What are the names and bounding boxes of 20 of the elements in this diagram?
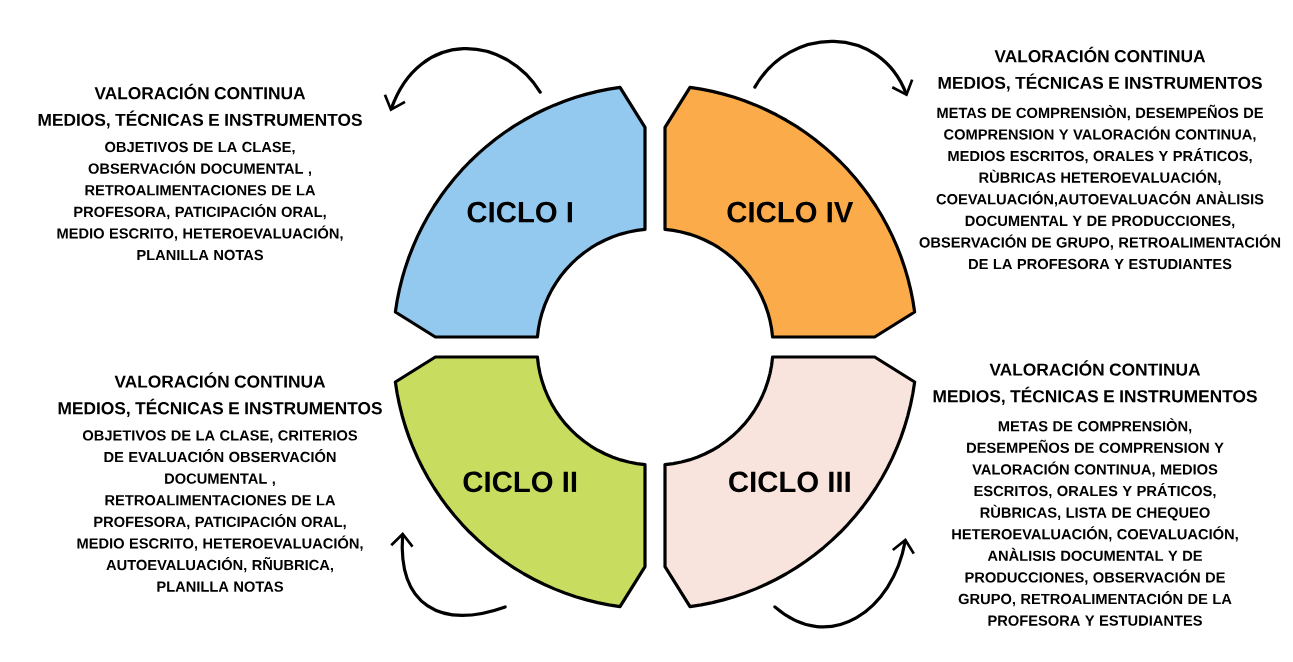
- section-heading: VALORACIÓN CONTINUA: [94, 83, 306, 100]
- description-text: METAS DE COMPRENSIÒN, DESEMPEÑOS DE COMPRENSION Y VALORACIÓN CONTINUA, MEDIOS ESCRITOS, ORALES Y PRÁTICOS, RÙBRICAS HETEROEVALUACIÓN, COEVALUACIÓN,AUTOEVALUACÓN ANÀLISIS DOCUMENTAL Y DE PRODUCCIONES, OBSERVACIÓN DE GRUPO, RETROALIMENTACIÓN DE LA PROFESORA Y ESTUDIANTES: [919, 104, 1281, 270]
- curved-arrow: [753, 39, 914, 97]
- curved-arrow: [773, 538, 915, 629]
- section-heading: MEDIOS, TÉCNICAS E INSTRUMENTOS: [38, 110, 362, 129]
- curved-arrow: [390, 532, 507, 617]
- section-heading: MEDIOS, TÉCNICAS E INSTRUMENTOS: [938, 73, 1262, 92]
- cycle-segment: CICLO I: [393, 85, 647, 339]
- curved-arrow: [383, 47, 542, 112]
- section-heading: VALORACIÓN CONTINUA: [989, 360, 1201, 376]
- section-heading: MEDIOS, TÉCNICAS E INSTRUMENTOS: [58, 398, 382, 417]
- cycle-segment: CICLO IV: [663, 85, 917, 339]
- description-text: OBJETIVOS DE LA CLASE, CRITERIOS DE EVALUACIÓN OBSERVACIÓN DOCUMENTAL , RETROALIMENTACIONES DE LA PROFESORA, PATICIPACIÓN ORAL, MEDIO ESCRITO, HETEROEVALUACIÓN, AUTOEVALUACIÓN, RÑUBRICA, PLANILLA NOTAS: [77, 430, 363, 592]
- cycle-segment: CICLO III: [663, 355, 917, 609]
- section-heading: VALORACIÓN CONTINUA: [114, 372, 326, 388]
- section-heading: MEDIOS, TÉCNICAS E INSTRUMENTOS: [933, 386, 1257, 405]
- cycle-segment: CICLO II: [393, 355, 647, 609]
- description-text: OBJETIVOS DE LA CLASE, OBSERVACIÓN DOCUMENTAL , RETROALIMENTACIONES DE LA PROFESORA, PATICIPACIÓN ORAL, MEDIO ESCRITO, HETEROEVALUACIÓN, PLANILLA NOTAS: [57, 141, 343, 261]
- description-text: METAS DE COMPRENSIÒN, DESEMPEÑOS DE COMPRENSION Y VALORACIÓN CONTINUA, MEDIOS ESCRITOS, ORALES Y PRÁTICOS, RÙBRICAS, LISTA DE CHEQUEO HETEROEVALUACIÓN, COEVALUACIÓN, ANÀLISIS DOCUMENTAL Y DE PRODUCCIONES, OBSERVACIÓN DE GRUPO, RETROALIMENTACIÓN DE LA PROFESORA Y ESTUDIANTES: [952, 418, 1238, 626]
- section-heading: VALORACIÓN CONTINUA: [994, 46, 1206, 63]
